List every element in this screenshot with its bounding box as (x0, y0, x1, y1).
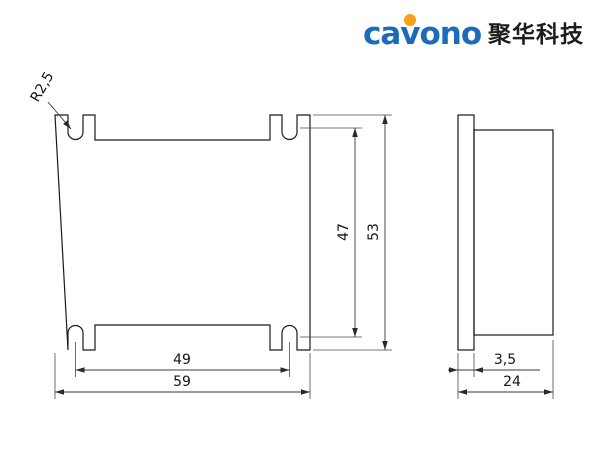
arrowhead (280, 367, 290, 373)
arrowhead (474, 367, 483, 373)
arrowhead (55, 389, 64, 395)
arrowhead (382, 115, 388, 124)
arrowhead (544, 389, 553, 395)
arrowhead (449, 367, 458, 373)
arrowhead (382, 341, 388, 350)
dim-overall-depth-label: 24 (503, 374, 521, 390)
arrowhead (301, 389, 310, 395)
side-view-body (473, 129, 554, 336)
front-view-outline (54, 114, 311, 351)
dim-flange-thickness-label: 3,5 (494, 352, 516, 368)
arrowhead (458, 389, 467, 395)
dim-overall-width-label: 59 (173, 374, 191, 390)
dim-slot-span-width-label: 49 (173, 352, 191, 368)
arrowhead (352, 128, 358, 137)
logo: cavono 聚华科技 (363, 14, 584, 52)
brand-logo-dot-icon (404, 14, 416, 26)
dim-slot-span-height-label: 47 (336, 223, 352, 241)
brand-logo-text: cavono (363, 16, 481, 52)
radius-label: R2,5 (28, 69, 58, 105)
company-name: 聚华科技 (487, 21, 584, 48)
arrowhead (63, 120, 71, 129)
dim-overall-height-label: 53 (366, 223, 382, 241)
side-view-flange (457, 114, 475, 351)
arrowhead (75, 367, 85, 373)
arrowhead (352, 328, 358, 337)
